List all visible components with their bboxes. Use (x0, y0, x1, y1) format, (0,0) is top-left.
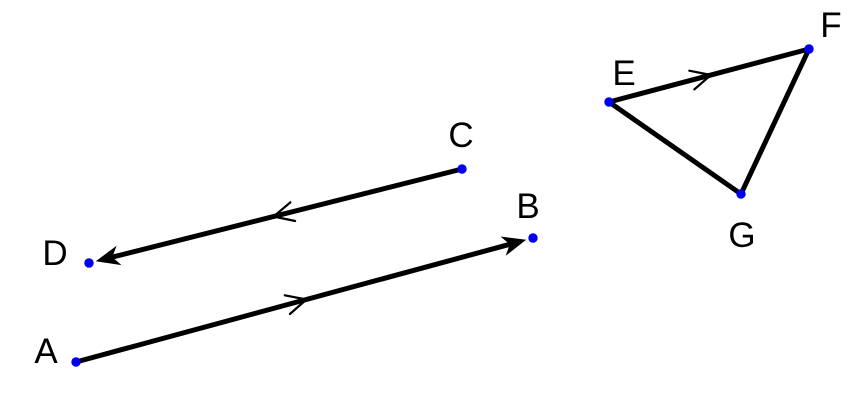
point-d (84, 258, 94, 268)
label-g: G (728, 216, 755, 255)
vector-ab (73, 240, 516, 365)
direction-mark-cd-icon (272, 215, 297, 223)
label-f: F (820, 6, 841, 45)
point-b (528, 233, 538, 243)
point-g (736, 189, 746, 199)
direction-mark-cd-icon (272, 201, 292, 218)
point-f (804, 44, 814, 54)
direction-mark-ab-icon (288, 298, 308, 316)
direction-mark-ef-icon (688, 69, 713, 77)
segment-eg (606, 99, 744, 197)
label-c: C (448, 116, 473, 155)
direction-mark-ab-icon (283, 294, 308, 301)
point-a (71, 357, 81, 367)
segment-gf (738, 46, 812, 197)
label-b: B (516, 187, 539, 226)
arrowhead-b-icon (500, 236, 527, 256)
label-d: D (42, 234, 67, 273)
vector-cd (106, 166, 465, 261)
label-e: E (612, 54, 635, 93)
arrowhead-d-icon (95, 245, 122, 266)
label-a: A (34, 332, 58, 371)
direction-mark-ef-icon (693, 73, 713, 91)
point-c (457, 164, 467, 174)
point-e (604, 97, 614, 107)
